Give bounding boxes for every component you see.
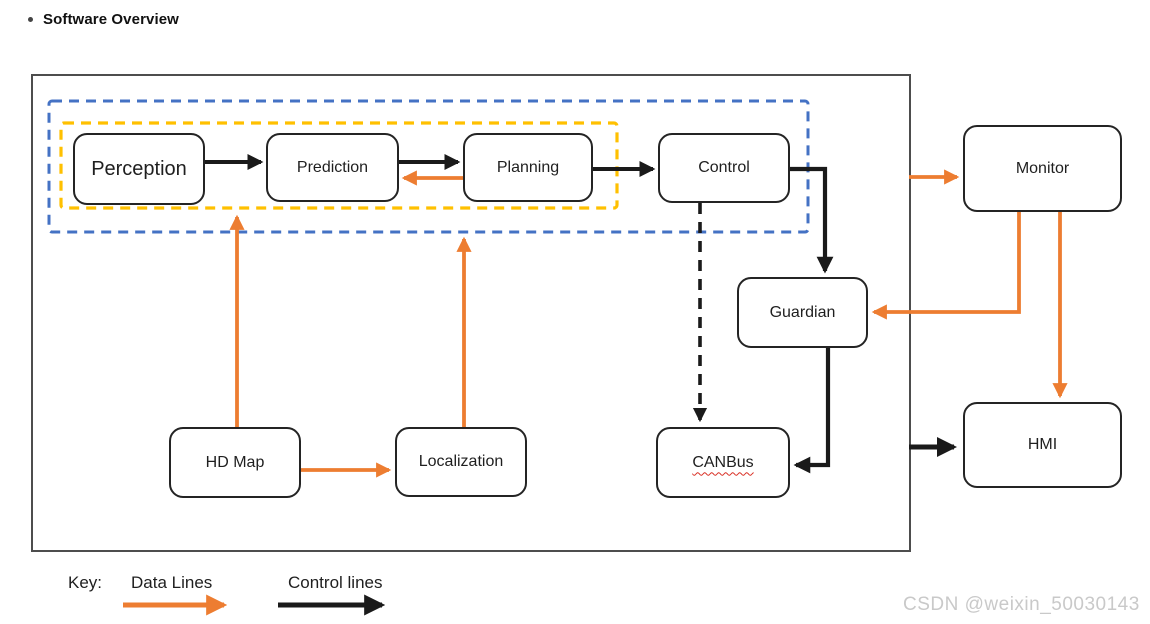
node-canbus: CANBus — [656, 427, 790, 498]
node-guardian: Guardian — [737, 277, 868, 348]
node-perception-label: Perception — [91, 157, 187, 180]
node-monitor: Monitor — [963, 125, 1122, 212]
node-control: Control — [658, 133, 790, 203]
node-guardian-label: Guardian — [769, 303, 836, 321]
node-hd-map: HD Map — [169, 427, 301, 498]
node-hd-map-label: HD Map — [205, 453, 265, 471]
node-planning: Planning — [463, 133, 593, 202]
node-hmi-label: HMI — [1027, 436, 1058, 453]
legend-control-lines-label: Control lines — [288, 573, 383, 592]
node-localization: Localization — [395, 427, 527, 497]
csdn-watermark: CSDN @weixin_50030143 — [903, 594, 1140, 615]
bullet-icon — [28, 17, 33, 22]
node-prediction: Prediction — [266, 133, 399, 202]
legend-key-label: Key: — [68, 573, 103, 592]
legend-data-lines-label: Data Lines — [131, 573, 213, 592]
node-prediction-label: Prediction — [296, 158, 369, 176]
page-header: Software Overview — [28, 11, 179, 28]
page-title: Software Overview — [43, 11, 179, 28]
node-localization-label: Localization — [418, 453, 504, 470]
node-canbus-label: CANBus — [692, 453, 754, 471]
node-hmi: HMI — [963, 402, 1122, 488]
node-planning-label: Planning — [496, 158, 560, 176]
node-control-label: Control — [698, 159, 750, 176]
node-monitor-label: Monitor — [1015, 159, 1070, 177]
node-perception: Perception — [73, 133, 205, 205]
